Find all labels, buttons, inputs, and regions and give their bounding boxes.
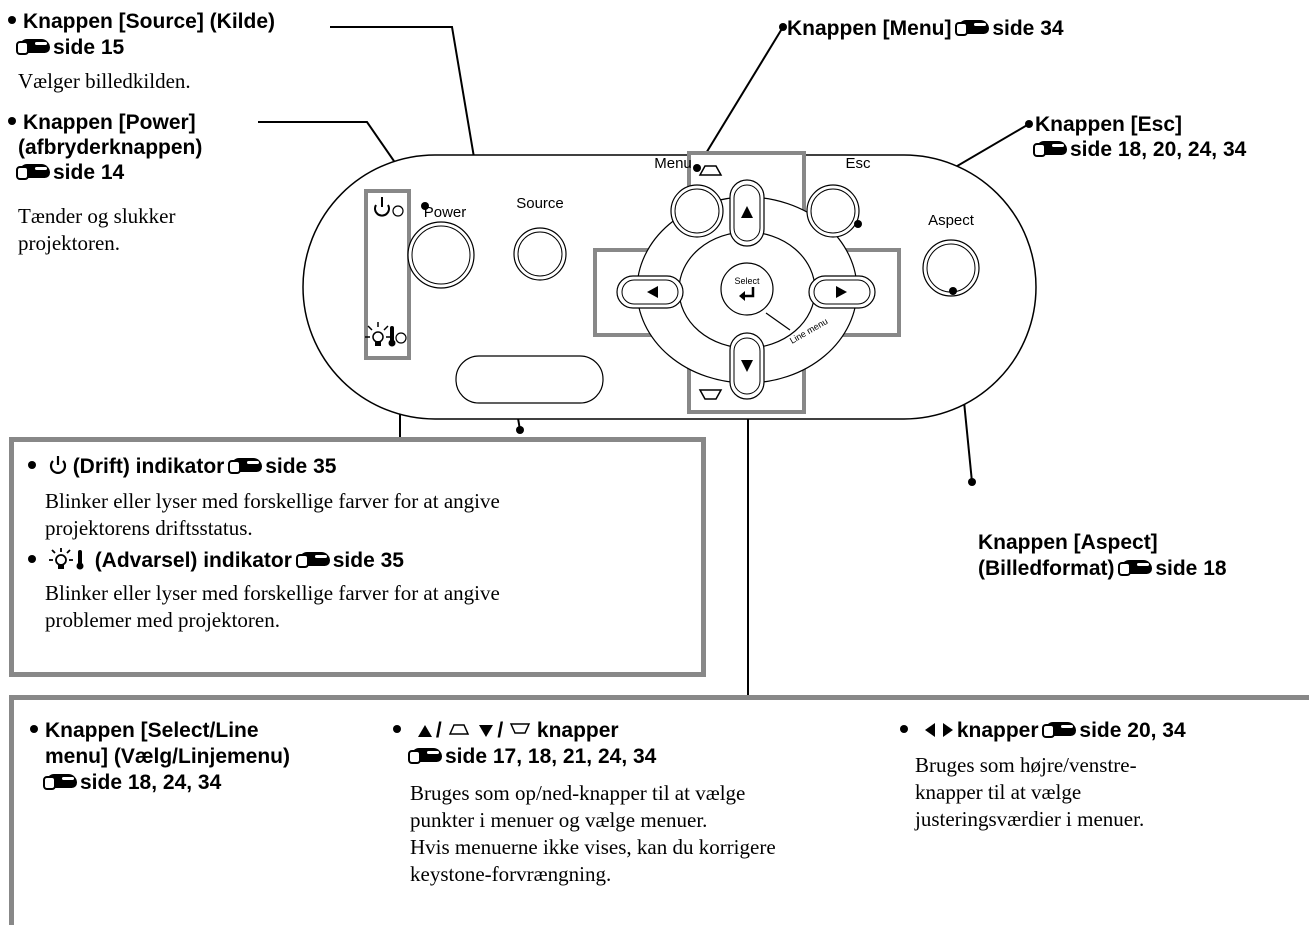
bullet-icon: [30, 725, 38, 734]
down-button: [729, 332, 765, 400]
pointing-hand-icon: [43, 774, 77, 791]
indicator-box: [364, 189, 411, 360]
right-button: [808, 275, 876, 309]
updown-ref: side 17, 18, 21, 24, 34: [408, 744, 656, 769]
esc-button: [806, 184, 860, 238]
aspect-panel-label: Aspect: [928, 212, 975, 229]
esc-title: Knappen [Esc]: [1035, 113, 1183, 136]
source-panel-label: Source: [516, 195, 564, 212]
pointing-hand-icon: [408, 748, 442, 765]
power-ref: side 14: [16, 160, 124, 185]
bullet-icon: [393, 725, 401, 734]
panel-slot: [455, 355, 604, 404]
select-title: Knappen [Select/Line: [30, 718, 259, 743]
power-desc: Tænder og slukker projektoren.: [18, 204, 176, 255]
pointing-hand-icon: [16, 39, 50, 56]
select-title-2: menu] (Vælg/Linjemenu): [45, 745, 291, 768]
power-title-2: (afbryderknappen): [18, 136, 203, 159]
bullet-icon: [28, 555, 36, 564]
indicator-info-box: [9, 437, 706, 677]
esc-ref: side 18, 20, 24, 34: [1033, 137, 1246, 162]
warning-indicator-icon: [365, 322, 407, 347]
select-panel-label: Select: [734, 276, 760, 286]
esc-panel-label: Esc: [845, 155, 871, 172]
power-panel-label: Power: [424, 204, 467, 221]
aspect-title: Knappen [Aspect]: [978, 531, 1158, 554]
pointing-hand-icon: [955, 20, 990, 37]
bullet-icon: [8, 16, 16, 25]
select-ref: side 18, 24, 34: [43, 770, 221, 795]
leader-menu: [696, 26, 784, 169]
pointing-hand-icon: [228, 458, 263, 475]
select-button: [720, 262, 774, 316]
bullet-icon: [8, 117, 16, 126]
drift-title: (Drift) indikator side 35: [28, 454, 336, 479]
left-arrow-icon: [924, 723, 935, 737]
menu-panel-label: Menu: [654, 155, 692, 172]
updown-title: / / knapper: [393, 718, 619, 743]
source-desc: Vælger billedkilden.: [18, 69, 191, 93]
pointing-hand-icon: [1118, 560, 1153, 577]
power-symbol-icon: [49, 456, 66, 475]
keystone-up-icon: [448, 724, 469, 736]
keystone-down-icon: [698, 389, 723, 400]
buttons-info-box: [9, 695, 1309, 925]
warning-lamp-icon: [48, 548, 84, 570]
menu-title: Knappen [Menu] side 34: [787, 17, 1064, 40]
source-button: [513, 227, 567, 281]
drift-desc: Blinker eller lyser med forskellige farv…: [45, 489, 500, 540]
updown-desc: Bruges som op/ned-knapper til at vælge p…: [410, 781, 776, 886]
warn-desc: Blinker eller lyser med forskellige farv…: [45, 581, 500, 632]
bullet-icon: [28, 461, 36, 470]
right-arrow-icon: [942, 723, 953, 737]
down-arrow-icon: [479, 725, 494, 737]
power-button: [407, 221, 475, 289]
pointing-hand-icon: [16, 164, 50, 181]
pointing-hand-icon: [1033, 141, 1067, 158]
power-indicator-icon: [374, 197, 404, 217]
source-ref: side 15: [16, 35, 124, 60]
aspect-button: [922, 239, 980, 297]
aspect-title-2: (Billedformat) side 18: [978, 557, 1227, 580]
bullet-icon: [900, 725, 908, 734]
keystone-up-icon: [698, 165, 723, 176]
up-arrow-icon: [417, 725, 432, 737]
menu-button: [670, 184, 724, 238]
warn-title: (Advarsel) indikator side 35: [28, 548, 404, 573]
source-title: Knappen [Source] (Kilde): [8, 9, 275, 34]
pointing-hand-icon: [1042, 722, 1077, 739]
power-title: Knappen [Power]: [8, 110, 196, 135]
leftright-desc: Bruges som højre/venstre- knapper til at…: [915, 753, 1145, 831]
left-button: [616, 275, 684, 309]
up-button: [729, 179, 765, 247]
leftright-title: knapper side 20, 34: [900, 718, 1186, 743]
pointing-hand-icon: [295, 552, 330, 569]
keystone-down-icon: [509, 723, 531, 735]
